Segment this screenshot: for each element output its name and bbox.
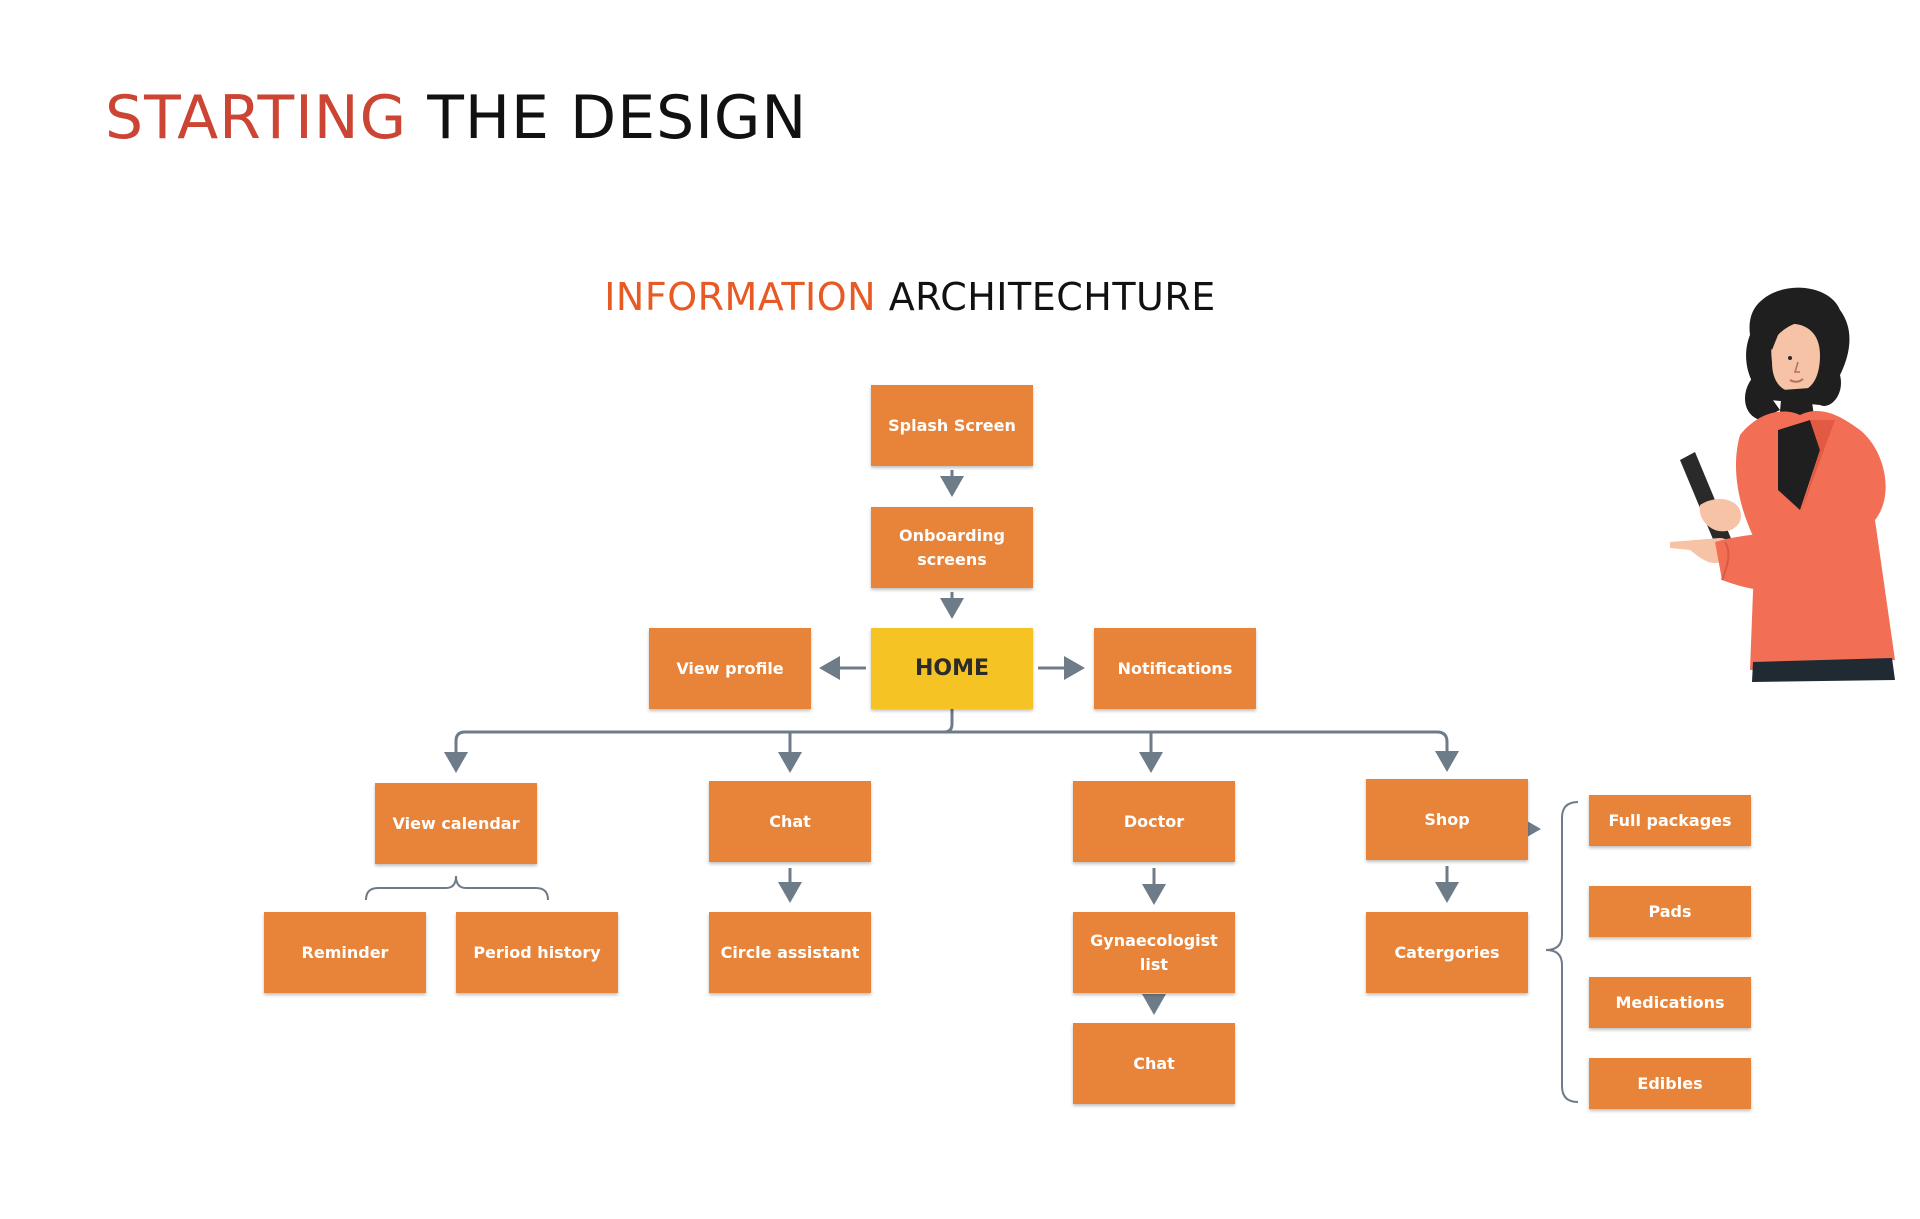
node-edibles: Edibles <box>1589 1058 1751 1109</box>
node-categories: Catergories <box>1366 912 1528 993</box>
node-pads: Pads <box>1589 886 1751 937</box>
node-doctor-chat: Chat <box>1073 1023 1235 1104</box>
woman-with-tablet-illustration <box>1670 287 1895 682</box>
node-splash-screen: Splash Screen <box>871 385 1033 466</box>
section-title: INFORMATION ARCHITECHTURE <box>0 272 1920 322</box>
page-title-accent: STARTING <box>105 83 408 153</box>
page-title-rest: THE DESIGN <box>427 83 808 153</box>
node-home: HOME <box>871 628 1033 709</box>
section-title-rest: ARCHITECHTURE <box>888 275 1216 319</box>
node-reminder: Reminder <box>264 912 426 993</box>
products-brace <box>1545 801 1579 1103</box>
page-title: STARTING THE DESIGN <box>105 78 807 158</box>
connector-bus-calendar <box>444 730 468 773</box>
calendar-brace <box>365 875 549 901</box>
node-chat: Chat <box>709 781 871 862</box>
node-view-calendar: View calendar <box>375 783 537 864</box>
node-full-packages: Full packages <box>1589 795 1751 846</box>
node-medications: Medications <box>1589 977 1751 1028</box>
node-period-history: Period history <box>456 912 618 993</box>
connector-home-bus <box>943 709 954 734</box>
section-title-accent: INFORMATION <box>604 275 877 319</box>
node-doctor: Doctor <box>1073 781 1235 862</box>
node-gynaecologist-list: Gynaecologist list <box>1073 912 1235 993</box>
node-shop: Shop <box>1366 779 1528 860</box>
node-notifications: Notifications <box>1094 628 1256 709</box>
node-onboarding-screens: Onboarding screens <box>871 507 1033 588</box>
node-view-profile: View profile <box>649 628 811 709</box>
connector-bus-shop <box>1435 730 1459 772</box>
node-circle-assistant: Circle assistant <box>709 912 871 993</box>
